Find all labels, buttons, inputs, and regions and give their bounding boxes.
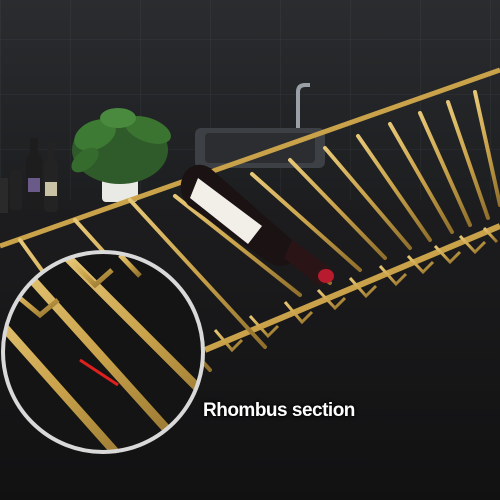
wine-rack bbox=[0, 67, 500, 422]
wine-bottle bbox=[180, 164, 334, 286]
caption-rhombus-section: Rhombus section bbox=[203, 400, 355, 421]
magnifier-callout bbox=[1, 250, 205, 454]
potted-plant bbox=[71, 108, 171, 202]
sink bbox=[195, 83, 325, 168]
bottles-on-counter bbox=[0, 138, 58, 213]
